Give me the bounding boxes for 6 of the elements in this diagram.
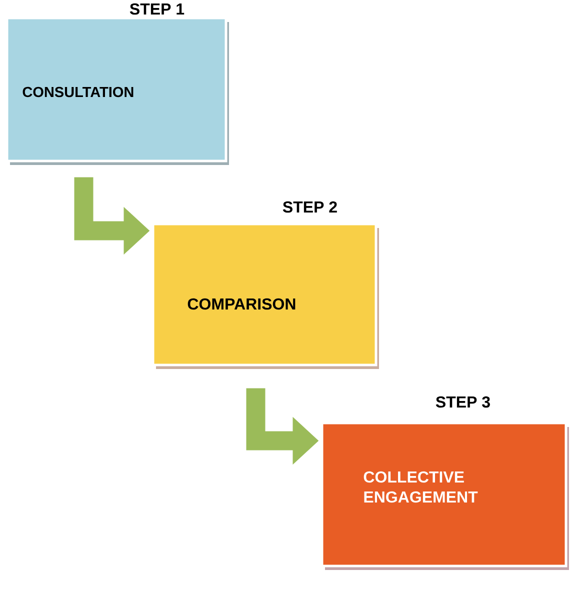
process-box: CONSULTATION [6,16,229,165]
process-box: COMPARISON [152,222,379,369]
step-heading: STEP 2 [282,201,337,213]
process-box: COLLECTIVE ENGAGEMENT [320,422,569,570]
step-heading: STEP 1 [130,3,184,15]
step-heading: STEP 3 [436,396,490,408]
